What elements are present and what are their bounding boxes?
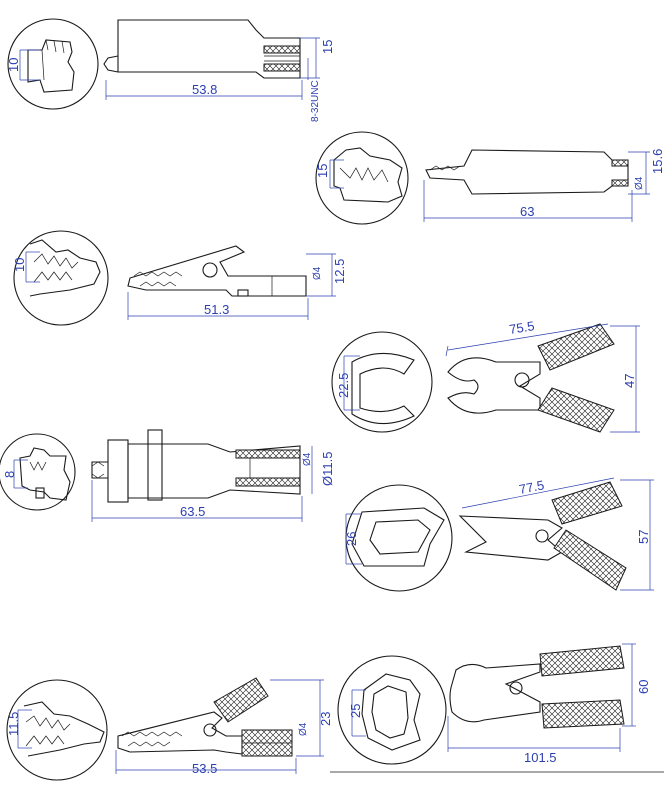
clip-4-side-view: 63.5 Ø4 Ø11.5: [91, 429, 335, 522]
clip-2-jaw-dim: 15: [315, 164, 330, 178]
clamp-7-jaw-dim: 26: [344, 532, 359, 546]
clip-5-length-dim: 53.5: [192, 761, 217, 776]
clip-1-drawing: 10 53.8 15 8-32UNC: [6, 18, 335, 122]
clip-4-length-dim: 63.5: [180, 504, 205, 519]
clamp-6-length-dim: 75.5: [508, 318, 535, 337]
clamp-8-drawing: 25 101.5 60: [337, 643, 651, 765]
clip-5-side-view: 53.5 23 Ø4: [115, 677, 333, 776]
clamp-7-length-dim: 77.5: [518, 477, 546, 497]
clip-3-height-dim: 12.5: [332, 259, 347, 284]
clip-5-drawing: 11.5 53.5 23 Ø4: [6, 677, 333, 781]
clamp-6-drawing: 22.5 75.5 47: [331, 318, 640, 433]
clamp-6-side-view: 75.5 47: [445, 318, 640, 433]
clip-1-length-dim: 53.8: [192, 82, 217, 97]
clamp-7-drawing: 26 77.5 57: [344, 477, 654, 592]
clamp-6-jaw-dim: 22.5: [336, 373, 351, 398]
clip-4-jaw-detail: 8: [0, 433, 76, 511]
clip-4-drawing: 8 63.5 Ø4 Ø11.5: [0, 429, 335, 522]
clip-3-drawing: 10 51.3 12.5 Ø4: [12, 230, 347, 326]
clip-2-length-dim: 63: [520, 204, 534, 219]
clip-4-bore-dim: Ø4: [302, 452, 313, 466]
clip-2-height-dim: 15.6: [650, 149, 665, 174]
clip-3-bore-dim: Ø4: [312, 266, 323, 280]
clip-5-jaw-dim: 11.5: [6, 712, 21, 736]
clamp-7-side-view: 77.5 57: [458, 477, 654, 591]
clip-1-thread-label: 8-32UNC: [310, 80, 321, 122]
clamp-6-height-dim: 47: [622, 374, 637, 388]
clip-1-side-view: 53.8 15 8-32UNC: [103, 19, 335, 122]
clamp-8-side-view: 101.5 60: [447, 643, 651, 765]
clamp-8-jaw-dim: 25: [348, 704, 363, 718]
clamp-6-jaw-detail: 22.5: [331, 331, 433, 433]
clip-1-height-dim: 15: [320, 40, 335, 54]
clip-5-height-dim: 23: [318, 712, 333, 726]
clip-4-height-dim: Ø11.5: [320, 452, 335, 486]
clip-3-jaw-detail: 10: [12, 230, 109, 326]
clip-3-length-dim: 51.3: [204, 302, 229, 317]
clip-1-jaw-detail: 10: [6, 18, 99, 110]
clip-2-jaw-detail: 15: [315, 131, 409, 225]
clip-2-drawing: 15 63 15.6 Ø4: [315, 131, 665, 225]
clamp-7-height-dim: 57: [636, 530, 651, 544]
clamp-7-jaw-detail: 26: [344, 484, 453, 592]
clamp-8-height-dim: 60: [636, 680, 651, 694]
clip-2-bore-dim: Ø4: [634, 176, 645, 190]
clip-4-jaw-dim: 8: [2, 471, 17, 478]
clip-1-jaw-dim: 10: [6, 58, 21, 72]
clip-3-jaw-dim: 10: [12, 258, 27, 272]
clip-5-jaw-detail: 11.5: [6, 679, 108, 781]
clip-5-bore-dim: Ø4: [298, 722, 309, 736]
clip-3-side-view: 51.3 12.5 Ø4: [127, 245, 347, 320]
clip-2-side-view: 63 15.6 Ø4: [423, 149, 665, 222]
clamp-8-jaw-detail: 25: [337, 655, 447, 765]
clamp-8-length-dim: 101.5: [524, 750, 557, 765]
